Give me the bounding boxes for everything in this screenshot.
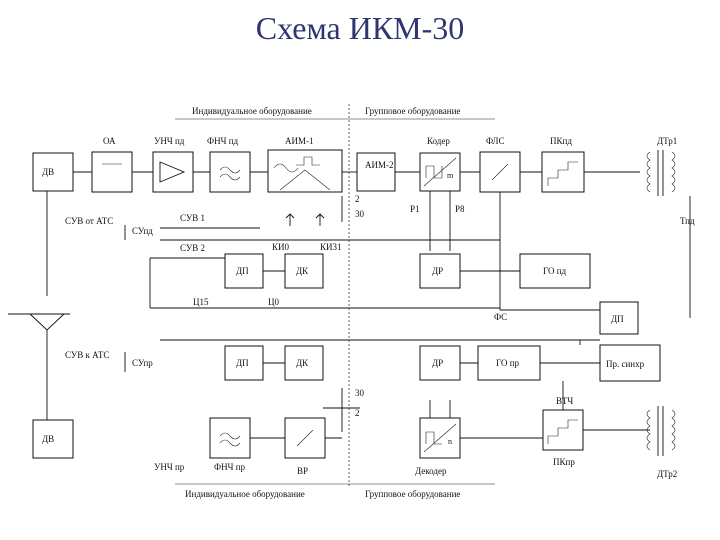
- block-dp-bottom: ДП: [224, 345, 264, 381]
- label-num-2-bottom: 2: [355, 408, 360, 418]
- section-individual-top: Индивидуальное оборудование: [192, 106, 312, 116]
- svg-text:АИМ-2: АИМ-2: [365, 160, 394, 170]
- block-fnch-pd: ФНЧ пд: [207, 136, 251, 193]
- svg-text:ДП: ДП: [236, 358, 249, 368]
- label-suv2: СУВ 2: [180, 243, 205, 253]
- label-suv-k-ats: СУВ к АТС: [65, 350, 109, 360]
- svg-text:ФЛС: ФЛС: [486, 136, 505, 146]
- block-dr-top: ДР: [419, 253, 461, 289]
- svg-text:ДВ: ДВ: [42, 434, 54, 444]
- block-aim1: АИМ-1: [267, 136, 343, 193]
- svg-text:ДП: ДП: [236, 266, 249, 276]
- svg-text:ДТр2: ДТр2: [657, 469, 677, 479]
- block-dekoder: n Декодер: [415, 417, 461, 476]
- label-ki0: КИ0: [272, 242, 290, 252]
- svg-text:Пр. синхр: Пр. синхр: [606, 359, 645, 369]
- block-unch-pd: УНЧ пд: [152, 136, 194, 193]
- label-tpd: Тпд: [680, 216, 695, 226]
- label-p8: Р8: [455, 204, 465, 214]
- block-dv-top: ДВ: [32, 152, 74, 192]
- svg-text:ОА: ОА: [103, 136, 116, 146]
- label-num-30-bottom: 30: [355, 388, 365, 398]
- transformer-dtr2: ДТр2: [646, 406, 677, 479]
- label-c15: Ц15: [193, 297, 209, 307]
- block-vr: ВР: [284, 417, 326, 476]
- section-individual-bottom: Индивидуальное оборудование: [185, 489, 305, 499]
- svg-text:n: n: [448, 437, 452, 446]
- block-dr-bottom: ДР: [419, 345, 461, 381]
- block-fls: ФЛС: [479, 136, 521, 193]
- label-num-30-top: 30: [355, 209, 365, 219]
- block-koder: Кодер m: [419, 136, 461, 192]
- block-dv-bottom: ДВ: [32, 419, 74, 459]
- svg-text:ДТр1: ДТр1: [657, 136, 677, 146]
- svg-text:ДП: ДП: [611, 314, 624, 324]
- block-go-pr: ГО пр: [477, 345, 541, 381]
- label-ki31: КИ31: [320, 242, 342, 252]
- label-fnch-pr: ФНЧ пр: [214, 462, 246, 472]
- label-su-pr: СУпр: [132, 358, 153, 368]
- line-hybrid: [8, 313, 70, 420]
- label-suv1: СУВ 1: [180, 213, 205, 223]
- svg-text:ПКпд: ПКпд: [550, 136, 572, 146]
- section-group-top: Групповое оборудование: [365, 106, 460, 116]
- page-title: Схема ИКМ-30: [255, 10, 465, 46]
- svg-text:УНЧ пд: УНЧ пд: [154, 136, 185, 146]
- label-c0: Ц0: [268, 297, 279, 307]
- svg-text:ДК: ДК: [296, 266, 309, 276]
- label-fs: ФС: [494, 312, 507, 322]
- block-go-pd: ГО пд: [519, 253, 591, 289]
- svg-text:ГО пр: ГО пр: [496, 358, 520, 368]
- block-oa: ОА: [91, 136, 133, 193]
- svg-text:ДВ: ДВ: [42, 167, 54, 177]
- block-aim2: АИМ-2: [356, 152, 396, 192]
- svg-text:ФНЧ пд: ФНЧ пд: [207, 136, 239, 146]
- section-group-bottom: Групповое оборудование: [365, 489, 460, 499]
- block-fnch-pr: [209, 417, 251, 459]
- block-dp-right: ДП: [599, 301, 639, 335]
- label-num-2-top: 2: [355, 194, 360, 204]
- label-suv-ot-ats: СУВ от АТС: [65, 216, 113, 226]
- label-p1: Р1: [410, 204, 420, 214]
- label-pk-pr: ПКпр: [553, 457, 575, 467]
- label-unch-pr: УНЧ пр: [154, 462, 185, 472]
- svg-text:ВР: ВР: [297, 466, 308, 476]
- block-dk-bottom: ДК: [284, 345, 324, 381]
- label-su-pd: СУпд: [132, 226, 153, 236]
- svg-text:ДР: ДР: [432, 358, 443, 368]
- block-pr-sinkhr: Пр. синхр: [599, 344, 661, 382]
- block-dp-top: ДП: [224, 253, 264, 289]
- svg-text:m: m: [447, 171, 454, 180]
- transformer-dtr1: ДТр1: [646, 136, 677, 196]
- svg-text:Кодер: Кодер: [427, 136, 450, 146]
- svg-text:ДР: ДР: [432, 266, 443, 276]
- svg-text:ДК: ДК: [296, 358, 309, 368]
- block-pk-pd: ПКпд: [541, 136, 585, 193]
- svg-text:Декодер: Декодер: [415, 466, 447, 476]
- svg-text:ВТЧ: ВТЧ: [556, 396, 573, 406]
- block-dk-top: ДК: [284, 253, 324, 289]
- svg-text:АИМ-1: АИМ-1: [285, 136, 314, 146]
- svg-text:ГО пд: ГО пд: [543, 266, 567, 276]
